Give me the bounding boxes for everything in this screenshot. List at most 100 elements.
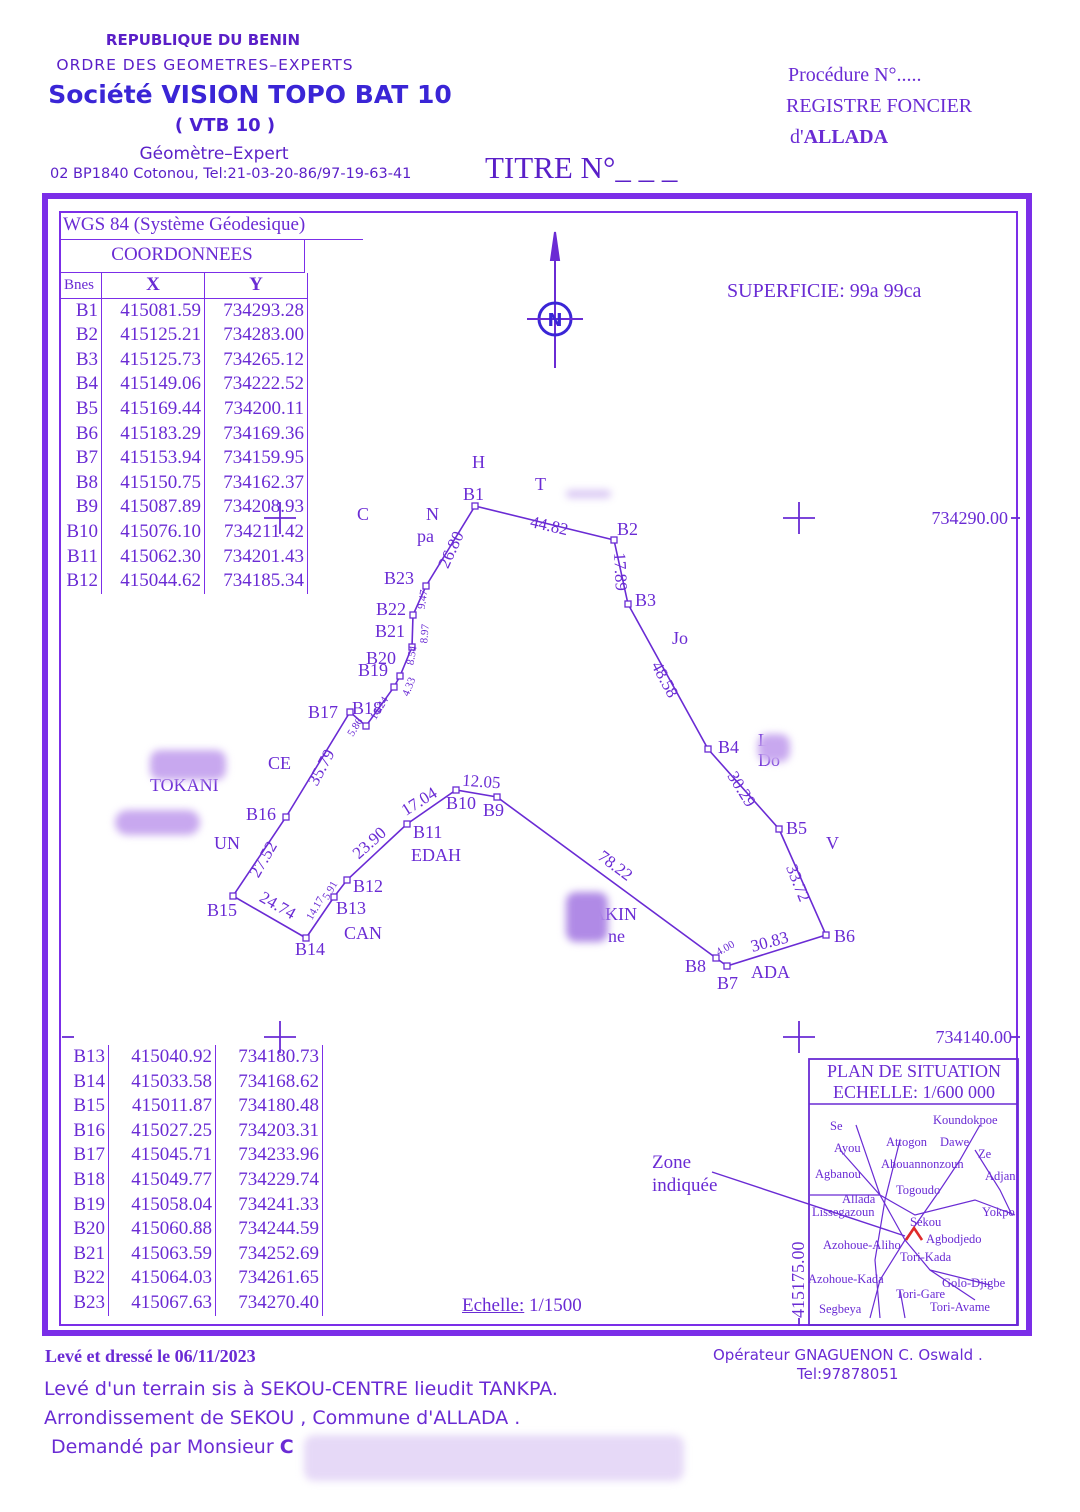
neighbour-left2: pa <box>417 526 434 546</box>
situation-place: Dawe <box>940 1135 970 1149</box>
registre-label: REGISTRE FONCIER <box>786 95 973 117</box>
grid-crosses <box>62 502 1020 1326</box>
neighbour-left1b: N <box>426 504 439 524</box>
operateur-label: Opérateur GNAGUENON C. Oswald . <box>713 1346 983 1364</box>
order-label: ORDRE DES GEOMETRES–EXPERTS <box>56 56 354 74</box>
coord-y: 734283.00 <box>204 323 308 348</box>
situation-place: Se <box>830 1119 843 1133</box>
address-label: 02 BP1840 Cotonou, Tel:21-03-20-86/97-19… <box>50 166 412 182</box>
coord-x: 415011.87 <box>108 1094 216 1119</box>
coord-x: 415060.88 <box>108 1217 216 1242</box>
neighbour-top1: H <box>472 452 485 472</box>
republic-label: REPUBLIQUE DU BENIN <box>105 31 301 49</box>
grid-y1-label: 734290.00 <box>932 508 1009 528</box>
situation-place: Tori-Gare <box>896 1287 946 1301</box>
coord-y: 734211.42 <box>204 519 308 545</box>
segment-length: 27.52 <box>245 838 281 881</box>
segment-length: 24.74 <box>256 887 299 923</box>
boundary-marker <box>624 600 632 608</box>
point-label: B16 <box>246 804 276 824</box>
point-label: B21 <box>375 621 405 641</box>
allada-label: d'ALLADA <box>790 126 888 149</box>
redaction-blob <box>758 734 790 762</box>
coord-y: 734208.93 <box>204 495 308 520</box>
coord-bnes: B7 <box>75 447 98 469</box>
grid-y2-label: 734140.00 <box>936 1027 1013 1047</box>
coord-bnes: B23 <box>73 1291 105 1313</box>
situation-place: Adjan <box>985 1169 1016 1183</box>
point-labels: B1B2B3B4B5B6B7B8B9B10B11B12B13B14B15B16B… <box>207 484 855 993</box>
coord-y: 734265.12 <box>204 347 308 373</box>
coord-x: 415044.62 <box>101 569 205 594</box>
coord-bnes: B5 <box>75 397 98 419</box>
boundary-marker <box>362 722 370 730</box>
situation-place: Allada <box>842 1192 876 1206</box>
coord-x: 415149.06 <box>101 372 205 397</box>
point-label: B5 <box>786 818 807 838</box>
coord-bnes: B11 <box>67 545 98 567</box>
segment-length: 26.80 <box>434 528 467 571</box>
boundary-marker <box>396 672 404 680</box>
boundary-marker <box>330 893 338 901</box>
coord-bnes: B12 <box>66 570 98 592</box>
col-x: X <box>101 273 205 299</box>
redaction-blob <box>304 1435 684 1481</box>
coord-x: 415063.59 <box>108 1241 216 1267</box>
point-label: B19 <box>358 660 388 680</box>
point-label: B18 <box>352 698 382 718</box>
situation-place: Agbanou <box>815 1167 862 1181</box>
neighbour-west3: UN <box>214 833 240 853</box>
neighbour-bottom1: ADA <box>751 962 790 982</box>
coord-bnes: B18 <box>73 1168 105 1190</box>
coord-y: 734200.11 <box>204 396 308 422</box>
coord-y: 734180.48 <box>215 1094 323 1119</box>
leve-date: Levé et dressé le 06/11/2023 <box>45 1346 256 1366</box>
outer-frame <box>42 193 1032 1336</box>
boundary-marker <box>408 643 416 651</box>
requester-label: Demandé par Monsieur <box>51 1436 280 1458</box>
coord-bnes: B4 <box>75 373 98 395</box>
description-line2: Arrondissement de SEKOU , Commune d'ALLA… <box>44 1407 521 1429</box>
point-label: B11 <box>413 822 442 842</box>
coord-y: 734270.40 <box>215 1290 323 1316</box>
segment-length: 35.79 <box>304 746 339 789</box>
coord-x: 415125.21 <box>101 323 205 348</box>
neighbour-right1: Jo <box>672 628 688 648</box>
boundary-marker <box>610 536 618 544</box>
point-label: B13 <box>336 898 366 918</box>
segment-length: 17.89 <box>610 552 631 591</box>
situation-plan: PLAN DE SITUATION ECHELLE: 1/600 000 Kou… <box>711 1058 1019 1326</box>
superficie-label: SUPERFICIE: 99a 99ca <box>727 280 922 302</box>
coord-x: 415076.10 <box>101 519 205 545</box>
echelle-label: Echelle: 1/1500 <box>462 1295 582 1317</box>
coord-x: 415125.73 <box>101 347 205 373</box>
coord-bnes: B17 <box>73 1144 105 1166</box>
coord-x: 415062.30 <box>101 544 205 570</box>
boundary-marker <box>822 931 830 939</box>
coord-y: 734222.52 <box>204 372 308 397</box>
description-line1: Levé d'un terrain sis à SEKOU-CENTRE lie… <box>44 1378 558 1400</box>
allada-name: ALLADA <box>803 126 889 148</box>
neighbour-bottom3: CAN <box>344 923 382 943</box>
point-label: B20 <box>366 648 396 668</box>
redaction-blob <box>566 892 608 942</box>
segment-length: 12.05 <box>462 771 501 793</box>
boundary-marker <box>704 745 712 753</box>
boundary-marker <box>493 793 501 801</box>
coord-y: 734180.73 <box>215 1045 323 1070</box>
point-label: B12 <box>353 876 383 896</box>
coord-x: 415049.77 <box>108 1167 216 1193</box>
segment-length: 33.72 <box>782 862 814 905</box>
zone-label: Zone <box>652 1152 692 1173</box>
